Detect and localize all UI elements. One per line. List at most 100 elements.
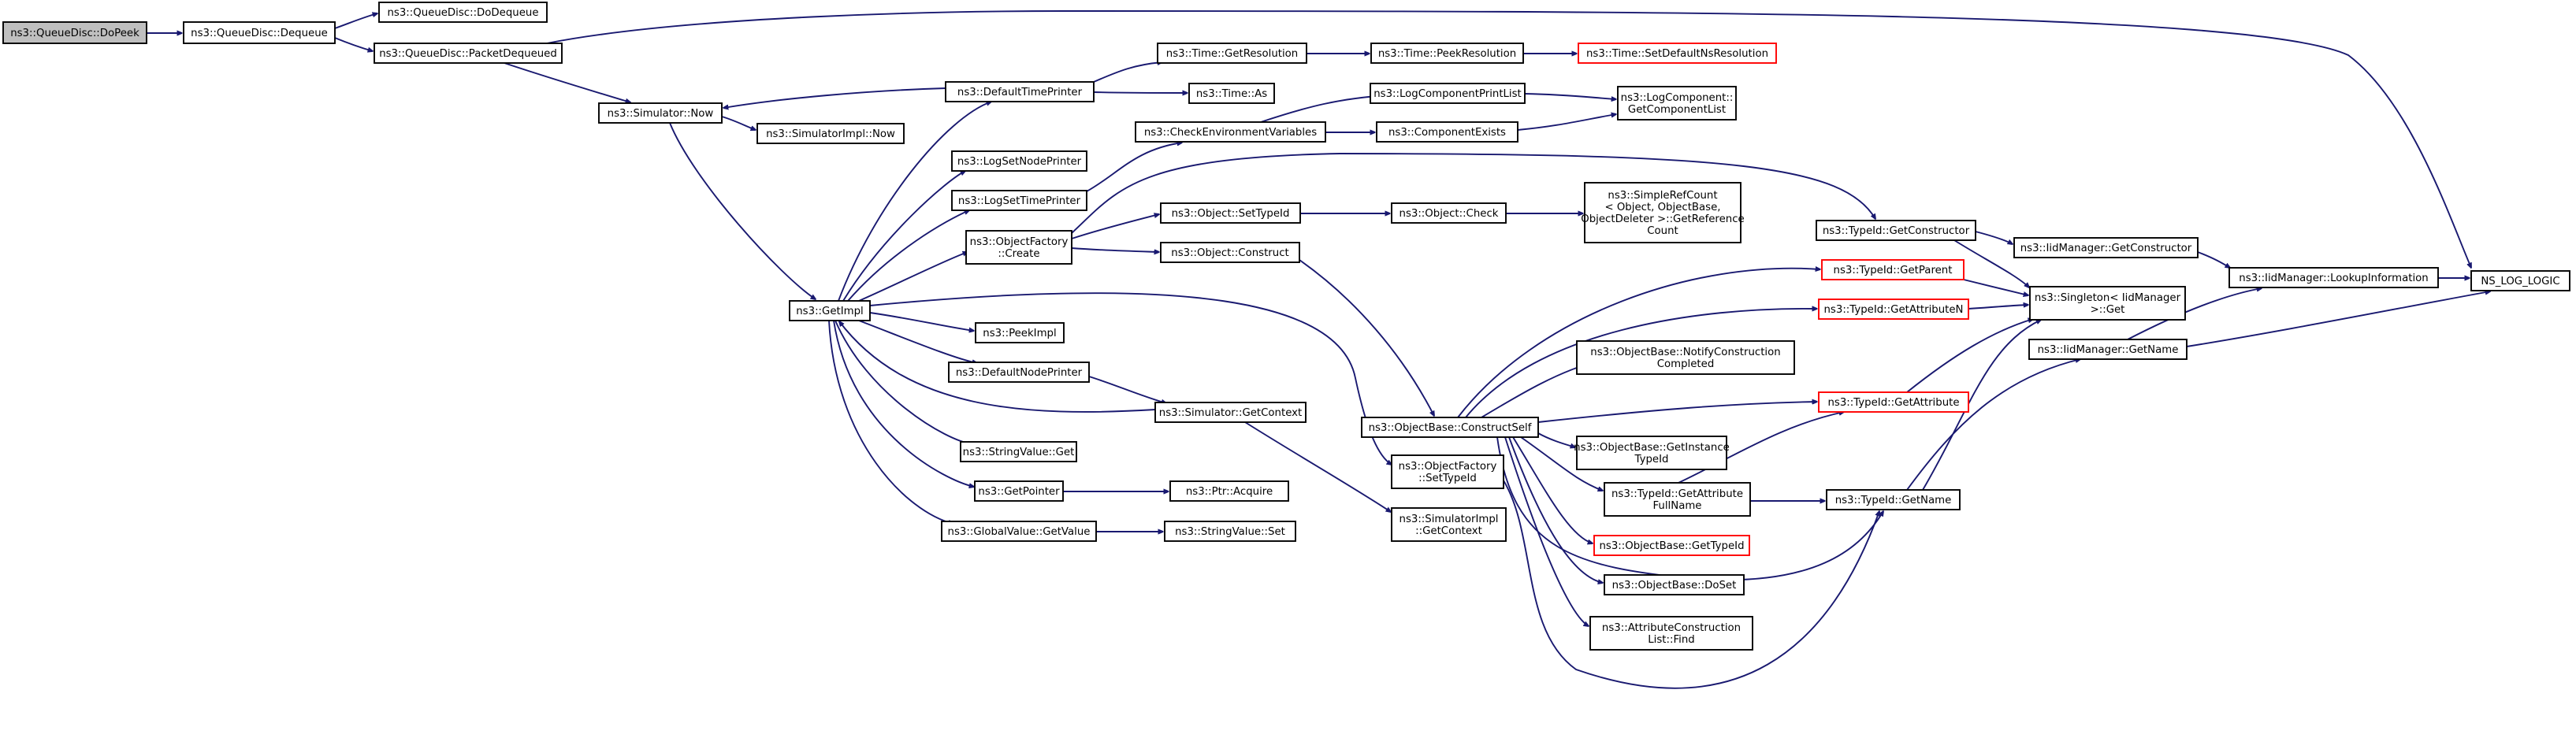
node-objectcheck[interactable]: ns3::Object::Check — [1391, 202, 1507, 224]
node-logsetnodeprinter[interactable]: ns3::LogSetNodePrinter — [951, 150, 1087, 172]
node-box — [951, 190, 1087, 211]
node-typeidgetattribute[interactable]: ns3::TypeId::GetAttribute — [1818, 391, 1969, 413]
node-nslog[interactable]: NS_LOG_LOGIC — [2470, 270, 2570, 291]
node-box — [951, 150, 1087, 172]
node-dequeue[interactable]: ns3::QueueDisc::Dequeue — [183, 21, 336, 44]
node-label: ns3::QueueDisc::PacketDequeued — [379, 48, 557, 60]
node-typeidgetparent[interactable]: ns3::TypeId::GetParent — [1821, 259, 1965, 280]
node-box — [948, 362, 1090, 383]
node-label: ns3::Simulator::Now — [608, 108, 714, 120]
edge-typeidgetname-to-iidmanagergetname — [1906, 359, 2080, 491]
node-label: ns3::ComponentExists — [1388, 127, 1506, 139]
node-defaulttimeprinter[interactable]: ns3::DefaultTimePrinter — [945, 81, 1095, 102]
node-label: >::Get — [2091, 304, 2125, 316]
node-typeidgetname[interactable]: ns3::TypeId::GetName — [1826, 489, 1961, 510]
node-typeidgetattributen[interactable]: ns3::TypeId::GetAttributeN — [1818, 299, 1969, 320]
node-box — [1391, 202, 1507, 224]
node-simimplnow[interactable]: ns3::SimulatorImpl::Now — [756, 123, 905, 144]
edge-objectconstruct-to-constructself — [1299, 259, 1434, 416]
node-box — [974, 480, 1064, 502]
node-constructself[interactable]: ns3::ObjectBase::ConstructSelf — [1361, 417, 1539, 438]
node-label: ns3::SimulatorImpl::Now — [766, 128, 895, 140]
edge-iidmanagergetconstructor-to-lookupinformation — [2197, 251, 2230, 268]
node-label: ns3::AttributeConstruction — [1602, 622, 1741, 634]
node-box — [1188, 83, 1275, 104]
node-box — [2028, 339, 2188, 360]
node-singletonget[interactable]: ns3::Singleton< IidManager >::Get — [2029, 286, 2186, 321]
edge-checkenv-to-logcomponentprintlist — [1260, 95, 1387, 123]
node-objectfactorycreate[interactable]: ns3::ObjectFactory::Create — [965, 230, 1072, 265]
node-label: GetComponentList — [1628, 104, 1726, 116]
node-iidmanagergetconstructor[interactable]: ns3::IidManager::GetConstructor — [2013, 237, 2199, 258]
node-box — [2228, 267, 2439, 288]
node-objectbasegettypeid[interactable]: ns3::ObjectBase::GetTypeId — [1593, 535, 1750, 556]
node-ptracquire[interactable]: ns3::Ptr::Acquire — [1169, 480, 1289, 502]
node-simgetcontext[interactable]: ns3::Simulator::GetContext — [1154, 402, 1307, 423]
edge-objectfactorycreate-to-typeidgetconstructor — [1071, 153, 1875, 234]
node-box — [1135, 121, 1326, 143]
node-box — [1578, 43, 1777, 64]
edge-constructself-to-getinstancetypeid — [1537, 432, 1575, 447]
edge-logsettimeprinter-to-checkenv — [1086, 143, 1182, 192]
node-componentexists[interactable]: ns3::ComponentExists — [1376, 121, 1518, 143]
edge-simgetcontext-to-getimpl — [839, 321, 1156, 413]
node-dopeek[interactable]: ns3::QueueDisc::DoPeek — [2, 21, 147, 44]
node-objectbasedoset[interactable]: ns3::ObjectBase::DoSet — [1604, 574, 1745, 595]
node-timepeekresolution[interactable]: ns3::Time::PeekResolution — [1370, 43, 1524, 64]
node-timesetdefaultns[interactable]: ns3::Time::SetDefaultNsResolution — [1578, 43, 1777, 64]
node-notifyconstruction[interactable]: ns3::ObjectBase::NotifyConstructionCompl… — [1576, 340, 1795, 375]
node-getimpl[interactable]: ns3::GetImpl — [789, 300, 871, 321]
node-logsettimeprinter[interactable]: ns3::LogSetTimePrinter — [951, 190, 1087, 211]
node-box — [1821, 259, 1965, 280]
edge-typeidgetconstructor-to-iidmanagergetconstructor — [1975, 231, 2013, 244]
node-stringvalueget[interactable]: ns3::StringValue::Get — [960, 441, 1077, 462]
node-label: ns3::TypeId::GetName — [1835, 495, 1952, 506]
node-simimplgetcontext[interactable]: ns3::SimulatorImpl::GetContext — [1391, 507, 1507, 542]
node-label: ns3::TypeId::GetAttributeN — [1824, 304, 1964, 316]
node-iidmanagergetname[interactable]: ns3::IidManager::GetName — [2028, 339, 2188, 360]
node-typeidgetconstructor[interactable]: ns3::TypeId::GetConstructor — [1816, 220, 1976, 241]
node-peekimpl[interactable]: ns3::PeekImpl — [975, 322, 1065, 343]
node-logcomponentgetlist[interactable]: ns3::LogComponent::GetComponentList — [1617, 86, 1737, 121]
node-lookupinformation[interactable]: ns3::IidManager::LookupInformation — [2228, 267, 2439, 288]
node-checkenv[interactable]: ns3::CheckEnvironmentVariables — [1135, 121, 1326, 143]
edge-constructself-to-getattributefullname — [1520, 436, 1603, 491]
node-label: ns3::LogComponent:: — [1621, 92, 1734, 104]
node-label: ns3::TypeId::GetAttribute — [1611, 488, 1743, 500]
node-label: ns3::CheckEnvironmentVariables — [1144, 127, 1317, 139]
node-objectfactorysettypeid[interactable]: ns3::ObjectFactory::SetTypeId — [1391, 454, 1504, 489]
node-timegetresolution[interactable]: ns3::Time::GetResolution — [1157, 43, 1307, 64]
node-label: ns3::TypeId::GetAttribute — [1827, 397, 1959, 409]
node-simplerefcount[interactable]: ns3::SimpleRefCount< Object, ObjectBase,… — [1581, 182, 1745, 243]
node-label: ns3::LogSetNodePrinter — [957, 156, 1082, 168]
node-getpointer[interactable]: ns3::GetPointer — [974, 480, 1064, 502]
node-label: ::SetTypeId — [1418, 473, 1477, 484]
node-box — [1584, 182, 1741, 243]
node-box — [183, 21, 336, 44]
node-box — [1157, 43, 1307, 64]
node-dodequeue[interactable]: ns3::QueueDisc::DoDequeue — [378, 2, 548, 23]
node-label: ns3::ObjectBase::GetTypeId — [1599, 540, 1744, 552]
node-defaultnodeprinter[interactable]: ns3::DefaultNodePrinter — [948, 362, 1090, 383]
edge-componentexists-to-logcomponentgetlist — [1517, 114, 1616, 131]
node-box — [960, 441, 1077, 462]
node-label: ns3::ObjectFactory — [970, 236, 1069, 248]
node-packetdequeued[interactable]: ns3::QueueDisc::PacketDequeued — [374, 43, 563, 64]
node-logcomponentprintlist[interactable]: ns3::LogComponentPrintList — [1370, 83, 1526, 104]
node-objectsettypeid[interactable]: ns3::Object::SetTypeId — [1160, 202, 1301, 224]
node-stringvalueset[interactable]: ns3::StringValue::Set — [1164, 521, 1296, 542]
node-globalvaluegetvalue[interactable]: ns3::GlobalValue::GetValue — [941, 521, 1097, 542]
node-label: ns3::SimulatorImpl — [1400, 514, 1499, 525]
node-simnow[interactable]: ns3::Simulator::Now — [598, 102, 723, 124]
edge-simgetcontext-to-simimplgetcontext — [1244, 421, 1391, 512]
node-box — [756, 123, 905, 144]
edge-typeidgetparent-to-singletonget — [1963, 279, 2028, 295]
node-box — [1169, 480, 1289, 502]
node-objectconstruct[interactable]: ns3::Object::Construct — [1160, 242, 1300, 263]
node-timeas[interactable]: ns3::Time::As — [1188, 83, 1275, 104]
node-box — [1604, 482, 1751, 517]
